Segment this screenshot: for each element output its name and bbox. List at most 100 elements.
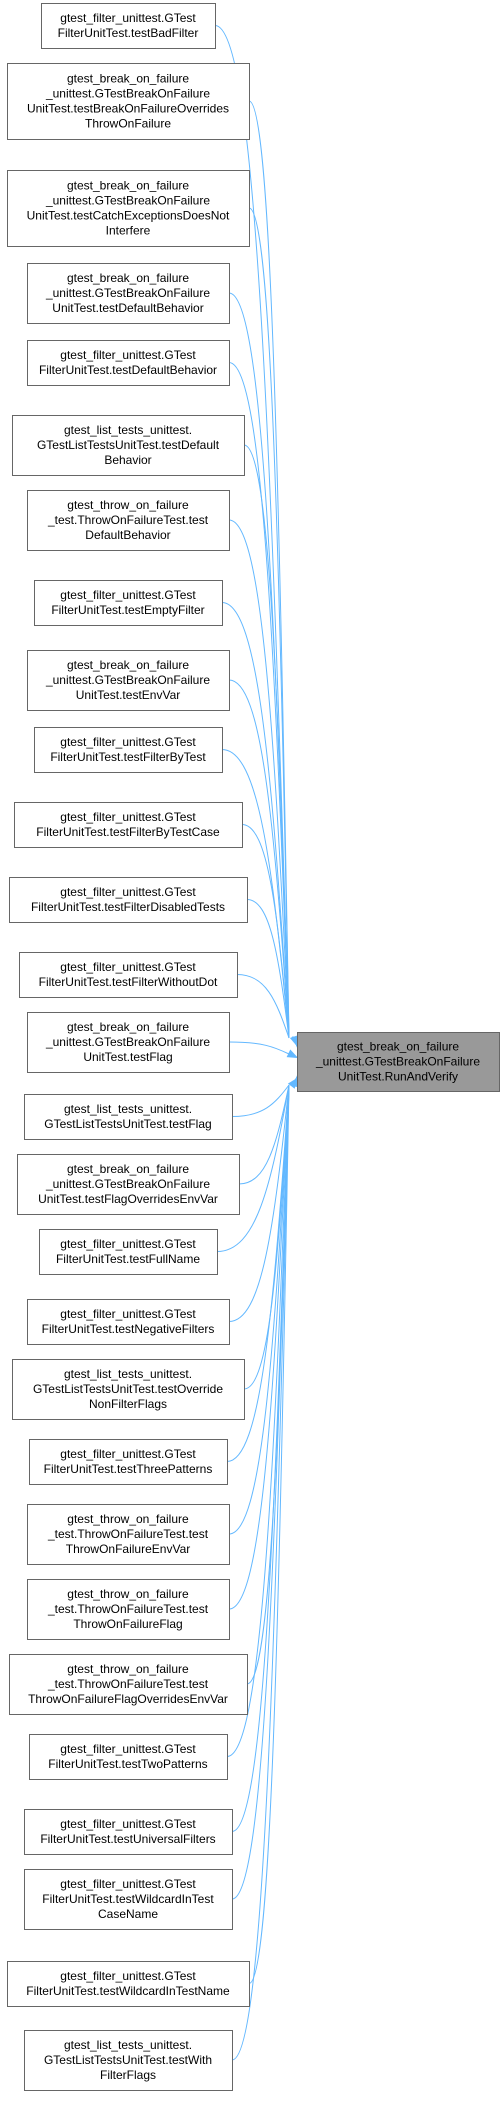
caller-node-testDefaultBehavior-throw[interactable]: gtest_throw_on_failure_test.ThrowOnFailu…	[27, 490, 230, 551]
caller-node-testDefaultBehavior-filter-label-line: FilterUnitTest.testDefaultBehavior	[39, 363, 217, 377]
caller-node-testWithFilterFlags-box	[24, 2030, 233, 2091]
caller-node-testUniversalFilters-box	[24, 1809, 233, 1855]
edge-testBreakOnFailureOverridesThrowOnFailure	[248, 100, 290, 1039]
caller-node-testThreePatterns-box	[29, 1439, 228, 1485]
caller-node-testDefaultBehavior-list[interactable]: gtest_list_tests_unittest.GTestListTests…	[12, 415, 245, 476]
edge-testDefaultBehavior-throw	[228, 519, 290, 1039]
caller-node-testWildcardInTestName-label-line: gtest_filter_unittest.GTest	[60, 1969, 196, 1983]
caller-node-testThrowOnFailureFlagOverridesEnvVar-label-line: ThrowOnFailureFlagOverridesEnvVar	[28, 1692, 228, 1706]
edge-testWithFilterFlags	[231, 1084, 290, 2061]
caller-node-testCatchExceptionsDoesNotInterfere-label-line: _unittest.GTestBreakOnFailure	[45, 194, 210, 208]
caller-node-testFlagOverridesEnvVar-label-line: _unittest.GTestBreakOnFailure	[45, 1177, 210, 1191]
edge-testFullName	[216, 1084, 290, 1252]
caller-node-testFilterDisabledTests-label-line: FilterUnitTest.testFilterDisabledTests	[31, 900, 225, 914]
caller-node-testFilterByTest-label-line: FilterUnitTest.testFilterByTest	[50, 750, 206, 764]
caller-node-testEnvVar-label-line: UnitTest.testEnvVar	[76, 688, 180, 702]
edge-testWildcardInTestName	[248, 1084, 290, 1984]
caller-node-testWithFilterFlags-label-line: FilterFlags	[100, 2068, 156, 2082]
caller-node-testFilterByTest-box	[34, 727, 223, 773]
caller-node-testDefaultBehavior-list-label-line: Behavior	[104, 453, 151, 467]
caller-node-testWildcardInTestName-label-line: FilterUnitTest.testWildcardInTestName	[26, 1984, 230, 1998]
edge-testCatchExceptionsDoesNotInterfere	[248, 207, 290, 1039]
caller-node-testWildcardInTestCaseName-box	[24, 1869, 233, 1930]
caller-node-testEnvVar[interactable]: gtest_break_on_failure_unittest.GTestBre…	[27, 650, 230, 711]
caller-node-testFilterDisabledTests-label-line: gtest_filter_unittest.GTest	[60, 885, 196, 899]
edge-testEmptyFilter	[221, 602, 290, 1039]
caller-node-testNegativeFilters-label-line: gtest_filter_unittest.GTest	[60, 1307, 196, 1321]
caller-node-testDefaultBehavior-break-label-line: gtest_break_on_failure	[67, 271, 189, 285]
caller-node-testThrowOnFailureFlag-label-line: ThrowOnFailureFlag	[73, 1617, 182, 1631]
caller-node-testCatchExceptionsDoesNotInterfere[interactable]: gtest_break_on_failure_unittest.GTestBre…	[7, 170, 250, 247]
edge-testFlagOverridesEnvVar	[238, 1084, 290, 1185]
caller-node-testFilterWithoutDot-label-line: gtest_filter_unittest.GTest	[60, 960, 196, 974]
target-node-box	[297, 1032, 500, 1092]
caller-node-testThrowOnFailureFlag[interactable]: gtest_throw_on_failure_test.ThrowOnFailu…	[27, 1579, 230, 1640]
caller-node-testThrowOnFailureEnvVar-label-line: ThrowOnFailureEnvVar	[66, 1542, 191, 1556]
edge-testThreePatterns	[226, 1084, 290, 1462]
caller-node-testThrowOnFailureFlagOverridesEnvVar-label-line: gtest_throw_on_failure	[67, 1662, 189, 1676]
caller-node-testOverrideNonFilterFlags-label-line: GTestListTestsUnitTest.testOverride	[33, 1382, 223, 1396]
caller-node-testWithFilterFlags[interactable]: gtest_list_tests_unittest.GTestListTests…	[24, 2030, 233, 2091]
caller-node-testFlagOverridesEnvVar[interactable]: gtest_break_on_failure_unittest.GTestBre…	[17, 1154, 240, 1215]
caller-node-testDefaultBehavior-throw-label-line: DefaultBehavior	[85, 528, 170, 542]
caller-node-testOverrideNonFilterFlags[interactable]: gtest_list_tests_unittest.GTestListTests…	[12, 1359, 245, 1420]
caller-node-testBadFilter[interactable]: gtest_filter_unittest.GTestFilterUnitTes…	[41, 3, 216, 49]
caller-node-testBadFilter-label-line: FilterUnitTest.testBadFilter	[58, 26, 199, 40]
caller-node-testCatchExceptionsDoesNotInterfere-label-line: Interfere	[106, 224, 151, 238]
caller-node-testUniversalFilters[interactable]: gtest_filter_unittest.GTestFilterUnitTes…	[24, 1809, 233, 1855]
caller-node-testCatchExceptionsDoesNotInterfere-box	[7, 170, 250, 247]
edge-testThrowOnFailureFlag	[228, 1084, 290, 1610]
edge-arrowhead	[286, 1049, 299, 1059]
edge-testDefaultBehavior-break	[228, 292, 290, 1039]
caller-node-testThrowOnFailureEnvVar-box	[27, 1504, 230, 1565]
caller-node-testThrowOnFailureEnvVar[interactable]: gtest_throw_on_failure_test.ThrowOnFailu…	[27, 1504, 230, 1565]
caller-node-testWithFilterFlags-label-line: GTestListTestsUnitTest.testWith	[44, 2053, 212, 2067]
caller-node-testWildcardInTestName[interactable]: gtest_filter_unittest.GTestFilterUnitTes…	[7, 1961, 250, 2007]
caller-node-testWildcardInTestCaseName[interactable]: gtest_filter_unittest.GTestFilterUnitTes…	[24, 1869, 233, 1930]
caller-node-testFlag-break[interactable]: gtest_break_on_failure_unittest.GTestBre…	[27, 1012, 230, 1073]
caller-node-testFilterByTestCase-label-line: FilterUnitTest.testFilterByTestCase	[36, 825, 220, 839]
caller-node-testThreePatterns[interactable]: gtest_filter_unittest.GTestFilterUnitTes…	[29, 1439, 228, 1485]
caller-node-testThrowOnFailureFlagOverridesEnvVar-label-line: _test.ThrowOnFailureTest.test	[47, 1677, 209, 1691]
caller-node-testEnvVar-label-line: gtest_break_on_failure	[67, 658, 189, 672]
caller-node-testDefaultBehavior-break-label-line: _unittest.GTestBreakOnFailure	[45, 286, 210, 300]
caller-node-testDefaultBehavior-throw-box	[27, 490, 230, 551]
target-node-label-line: gtest_break_on_failure	[337, 1040, 459, 1054]
caller-node-testEnvVar-box	[27, 650, 230, 711]
caller-node-testFilterByTest[interactable]: gtest_filter_unittest.GTestFilterUnitTes…	[34, 727, 223, 773]
caller-node-testDefaultBehavior-break[interactable]: gtest_break_on_failure_unittest.GTestBre…	[27, 263, 230, 324]
caller-node-testNegativeFilters-label-line: FilterUnitTest.testNegativeFilters	[42, 1322, 215, 1336]
caller-node-testThrowOnFailureFlag-label-line: _test.ThrowOnFailureTest.test	[47, 1602, 209, 1616]
edge-testFlag-break	[228, 1041, 290, 1055]
caller-node-testTwoPatterns[interactable]: gtest_filter_unittest.GTestFilterUnitTes…	[29, 1734, 228, 1780]
caller-node-testWithFilterFlags-label-line: gtest_list_tests_unittest.	[64, 2038, 192, 2052]
caller-node-testDefaultBehavior-list-label-line: gtest_list_tests_unittest.	[64, 423, 192, 437]
caller-node-testFlag-break-label-line: gtest_break_on_failure	[67, 1020, 189, 1034]
caller-node-testTwoPatterns-box	[29, 1734, 228, 1780]
caller-node-testNegativeFilters[interactable]: gtest_filter_unittest.GTestFilterUnitTes…	[27, 1299, 230, 1345]
caller-node-testFilterWithoutDot-box	[19, 952, 238, 998]
caller-node-testEmptyFilter-label-line: gtest_filter_unittest.GTest	[60, 588, 196, 602]
caller-node-testDefaultBehavior-list-box	[12, 415, 245, 476]
caller-node-testDefaultBehavior-filter[interactable]: gtest_filter_unittest.GTestFilterUnitTes…	[27, 340, 230, 386]
caller-node-testFilterByTestCase[interactable]: gtest_filter_unittest.GTestFilterUnitTes…	[14, 802, 243, 848]
caller-node-testUniversalFilters-label-line: gtest_filter_unittest.GTest	[60, 1817, 196, 1831]
caller-node-testFullName[interactable]: gtest_filter_unittest.GTestFilterUnitTes…	[39, 1229, 218, 1275]
caller-node-testFlag-list[interactable]: gtest_list_tests_unittest.GTestListTests…	[24, 1094, 233, 1140]
caller-node-testWildcardInTestCaseName-label-line: FilterUnitTest.testWildcardInTest	[42, 1892, 214, 1906]
caller-node-testFilterDisabledTests[interactable]: gtest_filter_unittest.GTestFilterUnitTes…	[9, 877, 248, 923]
caller-node-testBreakOnFailureOverridesThrowOnFailure-label-line: ThrowOnFailure	[85, 117, 171, 131]
caller-node-testEmptyFilter[interactable]: gtest_filter_unittest.GTestFilterUnitTes…	[34, 580, 223, 626]
caller-node-testFilterWithoutDot-label-line: FilterUnitTest.testFilterWithoutDot	[39, 975, 218, 989]
caller-node-testBreakOnFailureOverridesThrowOnFailure[interactable]: gtest_break_on_failure_unittest.GTestBre…	[7, 63, 250, 140]
caller-node-testFullName-box	[39, 1229, 218, 1275]
caller-node-testThrowOnFailureFlag-box	[27, 1579, 230, 1640]
caller-node-testThrowOnFailureFlagOverridesEnvVar[interactable]: gtest_throw_on_failure_test.ThrowOnFailu…	[9, 1654, 248, 1715]
edge-testNegativeFilters	[228, 1084, 290, 1322]
caller-node-testEmptyFilter-box	[34, 580, 223, 626]
caller-node-testUniversalFilters-label-line: FilterUnitTest.testUniversalFilters	[40, 1832, 215, 1846]
caller-node-testFilterWithoutDot[interactable]: gtest_filter_unittest.GTestFilterUnitTes…	[19, 952, 238, 998]
caller-node-testFlag-list-label-line: GTestListTestsUnitTest.testFlag	[44, 1117, 211, 1131]
target-node[interactable]: gtest_break_on_failure_unittest.GTestBre…	[297, 1032, 500, 1092]
